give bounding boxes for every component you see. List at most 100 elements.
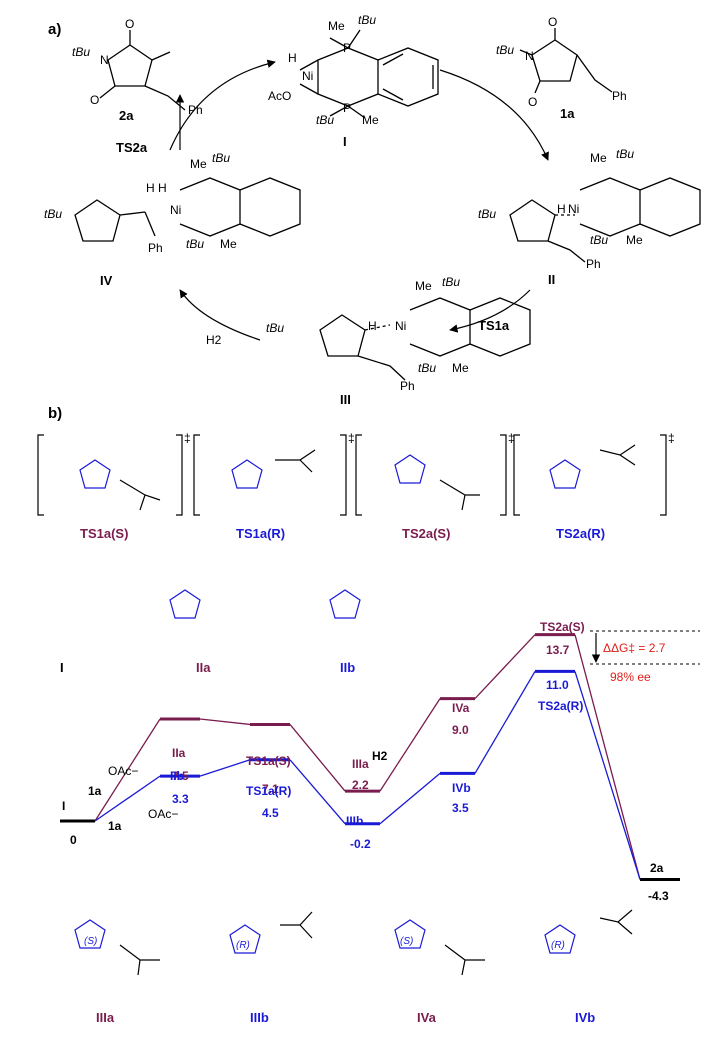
value-label-TS2a(R): 11.0 (546, 678, 569, 692)
tbu-label: tBu (212, 151, 230, 165)
part-b-label: b) (48, 405, 62, 422)
connector-S-pathway (574, 634, 641, 880)
o-label: O (528, 95, 537, 109)
value-label-I: 0 (70, 833, 77, 847)
structure-1a (519, 28, 613, 94)
tbu-label: tBu (496, 43, 514, 57)
p-label: P (343, 41, 351, 55)
state-label-IIa: IIa (172, 746, 186, 760)
compound-1a-label: 1a (560, 106, 575, 121)
connector-R-pathway (379, 772, 441, 825)
connector-S-pathway (379, 698, 441, 792)
ni-label: Ni (170, 203, 181, 217)
cycle-arrows (169, 59, 549, 341)
ph-label: Ph (400, 379, 415, 393)
tbu-label: tBu (616, 147, 634, 161)
me-label: Me (220, 237, 237, 251)
o-label: O (90, 93, 99, 107)
IIIb-structure-label: IIIb (250, 1010, 269, 1025)
ts1a-r-label: TS1a(R) (236, 526, 285, 541)
IVa-structure-label: IVa (417, 1010, 437, 1025)
structure-III (319, 297, 531, 381)
o-label: O (548, 15, 557, 29)
dagger-mark: ‡ (348, 431, 355, 445)
ni-label: Ni (568, 202, 579, 216)
ts-ni-ligands (119, 444, 636, 511)
connector-R-pathway (94, 775, 161, 822)
tbu-label: tBu (316, 113, 334, 127)
connector-S-pathway (199, 718, 251, 726)
state-label-TS2a(S): TS2a(S) (540, 620, 585, 634)
connector-R-pathway (474, 671, 536, 774)
connector-R-pathway (289, 759, 346, 825)
state-label-TS1a(R): TS1a(R) (246, 784, 291, 798)
structure-II (509, 177, 701, 263)
compound-I-label: I (343, 134, 347, 149)
value-label-TS1a(S): 7.1 (262, 782, 279, 796)
value-label-IIa: 7.5 (172, 769, 189, 783)
value-label-IIb: 3.3 (172, 792, 189, 806)
connector-S-pathway (94, 718, 161, 822)
me-label: Me (362, 113, 379, 127)
compound-IV-label: IV (100, 273, 113, 288)
tbu-label: tBu (478, 207, 496, 221)
oac-label-top: OAc− (108, 764, 138, 778)
p-label: P (343, 101, 351, 115)
state-label-IIIa: IIIa (352, 757, 369, 771)
connector-S-pathway (289, 724, 346, 792)
state-label-IIb: IIb (170, 769, 184, 783)
ee-label: 98% ee (610, 670, 651, 684)
value-label-IVb: 3.5 (452, 801, 469, 815)
ddg-annotation (590, 630, 700, 665)
ph-label: Ph (148, 241, 163, 255)
dagger-mark: ‡ (668, 431, 675, 445)
ni-label: Ni (302, 69, 313, 83)
me-label: Me (415, 279, 432, 293)
compound-II-label: II (548, 272, 555, 287)
dagger-mark: ‡ (184, 431, 191, 445)
ts2a-label: TS2a (116, 140, 148, 155)
state-label-TS1a(S): TS1a(S) (246, 754, 291, 768)
state-label-2a: 2a (650, 861, 664, 875)
tbu-label: tBu (590, 233, 608, 247)
state-label-I: I (62, 799, 65, 813)
h-label: H (146, 181, 155, 195)
ts2a-r-label: TS2a(R) (556, 526, 605, 541)
me-label: Me (328, 19, 345, 33)
tbu-label: tBu (72, 45, 90, 59)
h-label: H (288, 51, 297, 65)
connector-R-pathway (199, 759, 251, 777)
h2-label: H2 (206, 333, 222, 347)
me-label: Me (190, 157, 207, 171)
value-label-TS1a(R): 4.5 (262, 806, 279, 820)
stereo-s-label: (S) (400, 936, 413, 947)
tbu-label: tBu (442, 275, 460, 289)
bottom-structures (74, 919, 576, 954)
stereo-r-label: (R) (551, 940, 565, 951)
ts2a-s-label: TS2a(S) (402, 526, 450, 541)
tbu-label: tBu (266, 321, 284, 335)
connector-R-pathway (574, 671, 641, 880)
me-label: Me (452, 361, 469, 375)
value-label-TS2a(S): 13.7 (546, 643, 570, 657)
stereo-s-label: (S) (84, 936, 97, 947)
oac-label-bottom: OAc− (148, 807, 178, 821)
part-a-label: a) (48, 21, 61, 38)
h2-energy-label: H2 (372, 749, 388, 763)
ts1a-step-label: TS1a (478, 318, 510, 333)
tbu-label: tBu (44, 207, 62, 221)
state-label-IIIb: IIIb (346, 814, 363, 828)
intermediate-structures (169, 589, 361, 619)
connector-S-pathway (474, 634, 536, 700)
ph-label: Ph (612, 89, 627, 103)
ddg-label: ΔΔG‡ = 2.7 (603, 641, 666, 655)
o-label: O (125, 17, 134, 31)
structure-IV (74, 177, 301, 242)
value-label-IVa: 9.0 (452, 723, 469, 737)
bottom-ni-ligands (119, 909, 633, 976)
state-label-IVa: IVa (452, 701, 470, 715)
h-label: H (368, 319, 377, 333)
structure-I (299, 29, 439, 119)
state-label-TS2a(R): TS2a(R) (538, 699, 583, 713)
